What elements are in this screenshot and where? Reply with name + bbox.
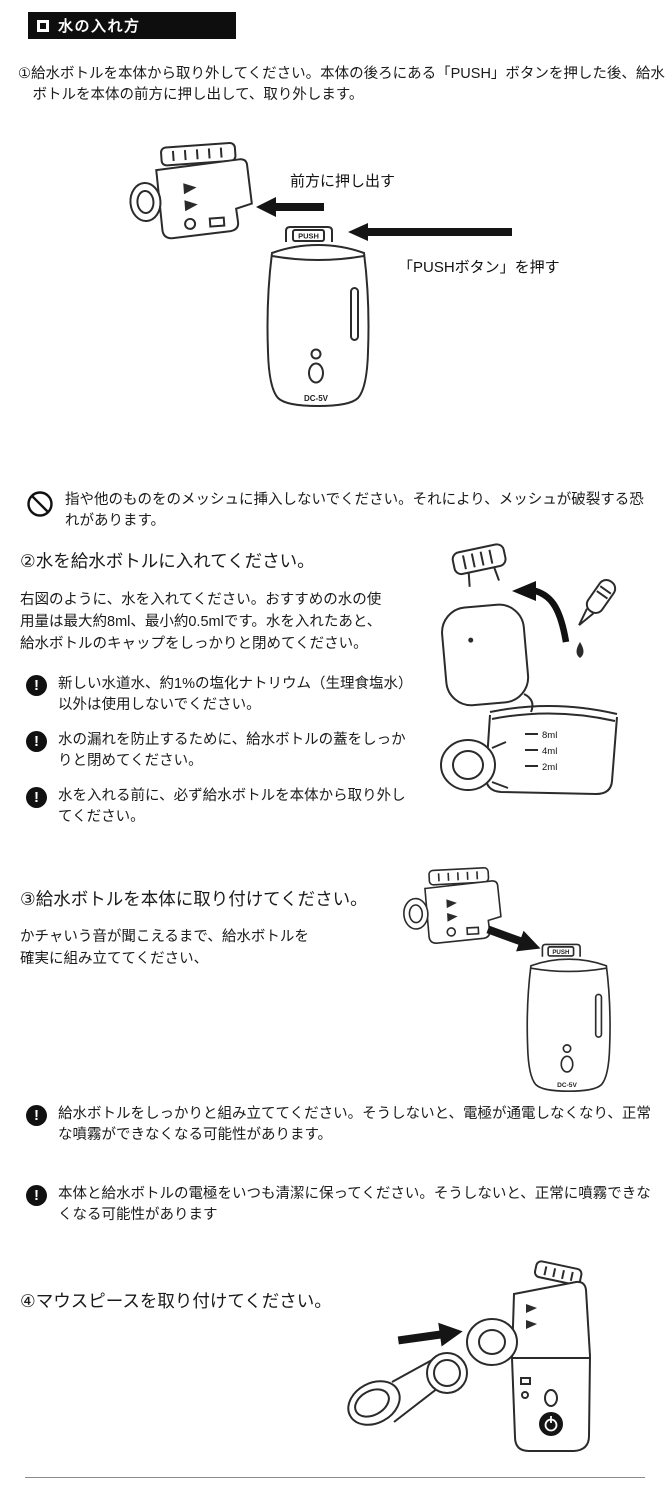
step2-title: ②水を給水ボトルに入れてください。 xyxy=(20,551,315,571)
warning-text: 新しい水道水、約1%の塩化ナトリウム（生理食塩水）以外は使用しないでください。 xyxy=(58,676,413,713)
illustration-attach-mouthpiece xyxy=(347,1260,592,1452)
alert-icon: ! xyxy=(26,787,47,809)
square-bullet-icon xyxy=(37,19,49,32)
alert-icon: ! xyxy=(26,1105,47,1126)
warning-item: ! 新しい水道水、約1%の塩化ナトリウム（生理食塩水）以外は使用しないでください… xyxy=(26,674,418,715)
alert-icon: ! xyxy=(26,1185,47,1206)
bottle-mark-min: 2ml xyxy=(542,762,557,773)
bottle-mark-mid: 4ml xyxy=(542,746,557,757)
electrode-warning-row: ! 本体と給水ボトルの電極をいつも清潔に保ってください。そうしないと、正常に噴霧… xyxy=(26,1184,658,1225)
push-forward-label: 前方に押し出す xyxy=(290,173,395,190)
illustration-detach-bottle: 前方に押し出す 「PUSHボタン」を押す xyxy=(125,140,560,407)
step2-warning-list: ! 新しい水道水、約1%の塩化ナトリウム（生理食塩水）以外は使用しないでください… xyxy=(26,674,418,827)
section-header: 水の入れ方 xyxy=(28,12,236,39)
alert-icon: ! xyxy=(26,731,47,753)
step1-instruction: ①給水ボトルを本体から取り外してください。本体の後ろにある「PUSH」ボタンを押… xyxy=(18,66,665,104)
attach-arrow xyxy=(486,925,541,952)
warning-text: 水を入れる前に、必ず給水ボトルを本体から取り外してください。 xyxy=(58,788,406,825)
warning-item: ! 水を入れる前に、必ず給水ボトルを本体から取り外してください。 xyxy=(26,786,418,827)
mouthpiece-arrow xyxy=(397,1322,463,1347)
illustration-fill-water: 8ml 4ml 2ml xyxy=(440,543,618,796)
step4-title: ④マウスピースを取り付けてください。 xyxy=(20,1291,332,1311)
illustration-attach-bottle xyxy=(400,866,611,1093)
bottle-mark-max: 8ml xyxy=(542,730,557,741)
assembly-warning-text: 給水ボトルをしっかりと組み立ててください。そうしないと、電極が通電しなくなり、正… xyxy=(58,1106,651,1143)
section-title: 水の入れ方 xyxy=(58,18,141,35)
press-push-label: 「PUSHボタン」を押す xyxy=(398,259,560,276)
warning-text: 水の漏れを防止するために、給水ボトルの蓋をしっかりと閉めてください。 xyxy=(58,732,406,769)
prohibition-icon xyxy=(27,491,53,517)
alert-icon: ! xyxy=(26,675,47,696)
push-forward-arrow xyxy=(256,197,324,217)
step3-title: ③給水ボトルを本体に取り付けてください。 xyxy=(20,889,368,909)
mesh-warning-row: 指や他のものをのメッシュに挿入しないでください。それにより、メッシュが破裂する恐… xyxy=(26,490,658,531)
water-drop-icon xyxy=(576,642,584,658)
press-push-arrow xyxy=(348,223,512,241)
warning-item: ! 水の漏れを防止するために、給水ボトルの蓋をしっかりと閉めてください。 xyxy=(26,730,418,771)
mesh-warning-text: 指や他のものをのメッシュに挿入しないでください。それにより、メッシュが破裂する恐… xyxy=(65,492,644,529)
flip-lid-arrow xyxy=(531,586,570,643)
page-bottom-divider xyxy=(25,1477,645,1478)
electrode-warning-text: 本体と給水ボトルの電極をいつも清潔に保ってください。そうしないと、正常に噴霧でき… xyxy=(58,1186,651,1223)
assembly-warning-row: ! 給水ボトルをしっかりと組み立ててください。そうしないと、電極が通電しなくなり… xyxy=(26,1104,658,1145)
flip-lid-arrowhead xyxy=(512,581,536,601)
step3-body: かチャいう音が聞こえるまで、給水ボトルを 確実に組み立ててください、 xyxy=(20,929,309,968)
step2-body: 右図のように、水を入れてください。おすすめの水の使用量は最大約8ml、最小約0.… xyxy=(20,592,382,652)
power-button-icon xyxy=(539,1412,563,1436)
